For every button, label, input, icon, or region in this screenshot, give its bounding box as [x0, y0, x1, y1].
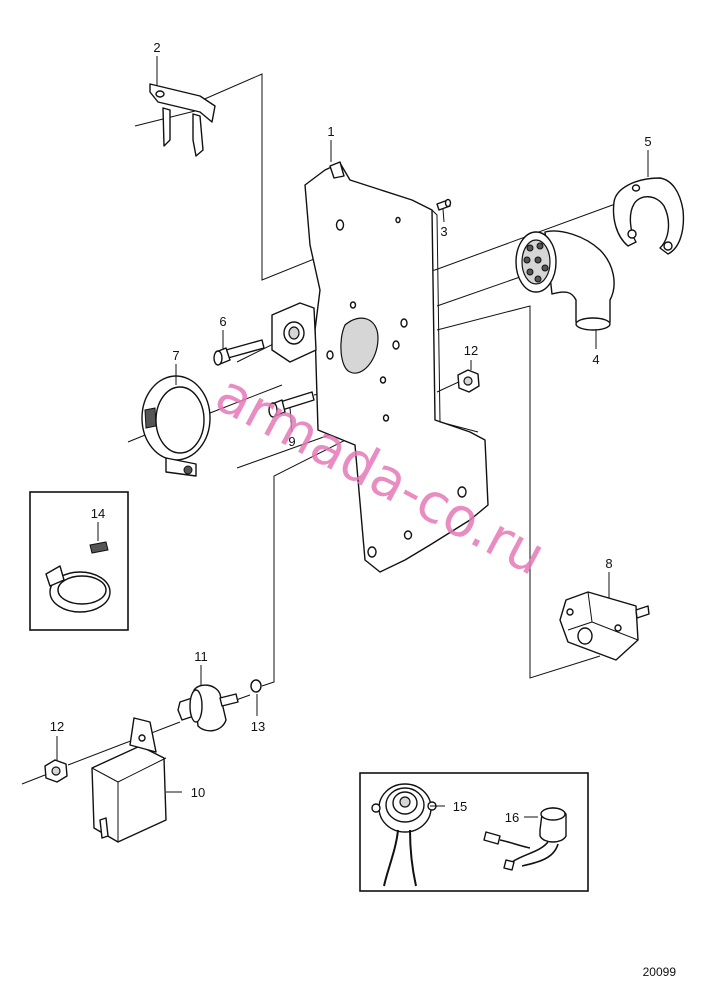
callout-labels: 2 1 3 4 5 6 7 8 9 10 11 12 12 13 14 15 1…: [50, 40, 652, 825]
part-12-nut-lower: [44, 759, 68, 783]
callout-4: 4: [592, 352, 599, 367]
parts-15-16-inset-box: [359, 772, 589, 892]
part-5-connector-bracket: [612, 177, 685, 255]
part-10-relay: [91, 717, 167, 843]
connector-pin-holes: [523, 242, 549, 283]
callout-12-lower: 12: [50, 719, 64, 734]
part-1-mounting-plate: [271, 161, 489, 573]
callout-14: 14: [91, 506, 105, 521]
callout-10: 10: [191, 785, 205, 800]
part-6-bolt: [213, 339, 265, 366]
callout-15: 15: [453, 799, 467, 814]
callout-13: 13: [251, 719, 265, 734]
callout-3: 3: [440, 224, 447, 239]
drawing-code: 20099: [643, 965, 677, 979]
part-7-hose-clamp: [141, 375, 211, 477]
part-2-bracket-clip: [149, 83, 216, 157]
callout-leaders: [56, 56, 649, 818]
part-12-nut-upper: [457, 369, 480, 393]
part-3-pin: [436, 198, 452, 211]
callout-12-upper: 12: [464, 343, 478, 358]
part-13-washer: [250, 679, 262, 693]
callout-16: 16: [505, 810, 519, 825]
callout-2: 2: [153, 40, 160, 55]
callout-6: 6: [219, 314, 226, 329]
callout-1: 1: [327, 124, 334, 139]
callout-5: 5: [644, 134, 651, 149]
part-8-relay-block: [559, 591, 650, 661]
callout-9: 9: [288, 434, 295, 449]
callout-7: 7: [172, 348, 179, 363]
callout-11: 11: [194, 649, 208, 664]
part-4-elbow-connector: [515, 230, 615, 331]
part-9-bolt: [268, 391, 315, 418]
callout-8: 8: [605, 556, 612, 571]
part-14-inset-box: [29, 491, 129, 631]
part-11-rubber-mount: [177, 684, 239, 732]
part-15-buzzer: [371, 783, 437, 887]
part-16-sensor: [483, 807, 567, 871]
